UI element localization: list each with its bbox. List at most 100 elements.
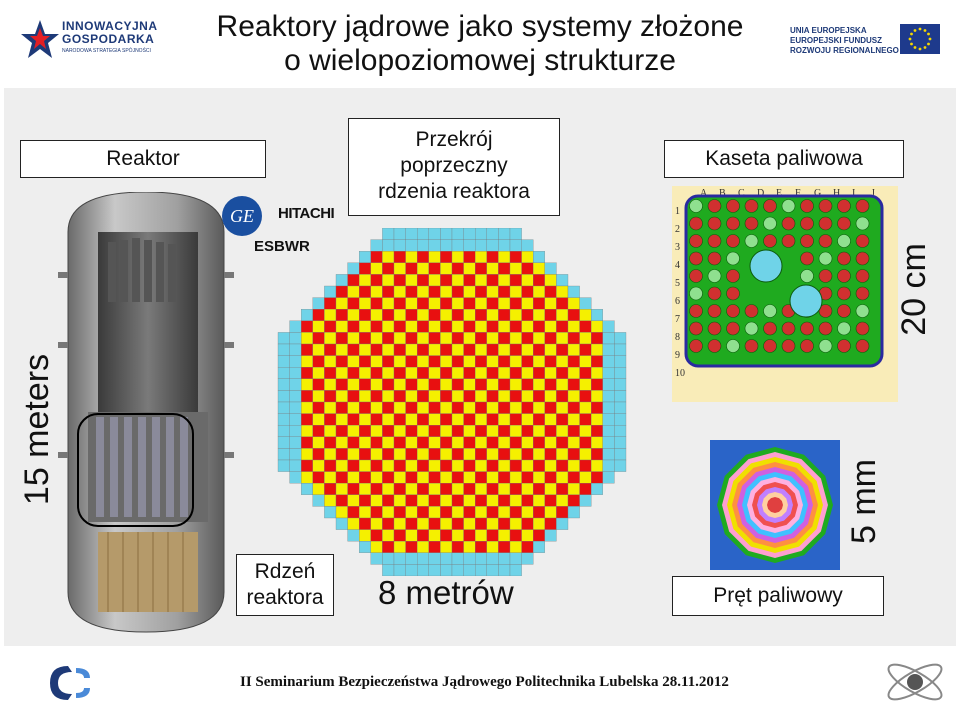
core-cell [347, 425, 360, 437]
core-cell [521, 483, 534, 495]
fuel-rod-position [818, 269, 833, 283]
core-cell [498, 471, 511, 484]
core-cell [440, 483, 453, 495]
core-cell [475, 274, 487, 287]
core-cell [498, 251, 511, 263]
core-cell [475, 332, 487, 345]
core-cell [451, 459, 464, 472]
fuel-rod-position [763, 199, 777, 213]
core-cell [289, 355, 302, 368]
core-cell [602, 471, 615, 484]
fuel-rod-position [855, 216, 870, 231]
core-cell [277, 378, 290, 391]
core-cell [486, 413, 499, 426]
core-cell [370, 541, 383, 553]
core-cell [567, 506, 580, 519]
fuel-rod-position [818, 234, 833, 248]
core-cell [347, 529, 360, 542]
core-cell [509, 459, 522, 472]
fuel-rod-position [707, 339, 722, 353]
core-cell [591, 413, 603, 426]
core-cell [393, 262, 406, 275]
cassette-column-label: C [738, 188, 745, 199]
core-cell [382, 483, 395, 495]
fuel-rod-position [744, 339, 759, 353]
core-cell [544, 517, 557, 530]
core-cell [335, 343, 348, 356]
fuel-rod-position [855, 304, 870, 318]
core-cell [567, 494, 580, 507]
core-cell [324, 448, 337, 461]
core-cell [405, 529, 418, 542]
core-cell [440, 251, 453, 263]
core-cell [567, 448, 580, 461]
core-cell [556, 483, 569, 495]
core-cell [509, 297, 522, 310]
core-cell [533, 541, 545, 553]
cassette-column-label: H [833, 188, 840, 199]
core-cell [544, 332, 557, 345]
core-cell [463, 448, 476, 461]
core-cell [393, 390, 406, 403]
cassette-row-label: 10 [675, 368, 685, 379]
rdzen-line1: Rdzeń [254, 560, 316, 583]
core-cell [556, 320, 569, 333]
core-cell [324, 285, 337, 298]
core-cell [393, 413, 406, 426]
core-cell [335, 413, 348, 426]
core-cell [579, 459, 592, 472]
cassette-row-label: 6 [675, 296, 680, 307]
core-cell [359, 529, 371, 542]
fuel-rod-position [726, 234, 740, 248]
core-cell [451, 506, 464, 519]
core-cell [405, 483, 418, 495]
core-cell [544, 285, 557, 298]
core-cell [509, 425, 522, 437]
core-cell [556, 413, 569, 426]
core-cell [463, 483, 476, 495]
core-cell [393, 239, 406, 252]
core-cell [382, 228, 395, 240]
core-cell [347, 297, 360, 310]
core-cell [509, 332, 522, 345]
core-cell [405, 552, 418, 565]
core-cell [544, 483, 557, 495]
fuel-rod-position [726, 251, 740, 266]
core-cell [324, 390, 337, 403]
core-cell [579, 320, 592, 333]
core-cell [451, 448, 464, 461]
core-cell [301, 459, 313, 472]
seminar-logo-icon [50, 666, 90, 700]
core-cell [289, 378, 302, 391]
core-cell [486, 471, 499, 484]
footer: II Seminarium Bezpieczeństwa Jądrowego P… [0, 646, 960, 716]
core-cell [591, 436, 603, 449]
core-cell [591, 459, 603, 472]
core-cell [556, 425, 569, 437]
core-cell [359, 309, 371, 321]
core-cell [370, 483, 383, 495]
core-cell [277, 343, 290, 356]
core-cell [486, 320, 499, 333]
core-cell [475, 529, 487, 542]
core-cell [312, 436, 325, 449]
core-cell [370, 367, 383, 379]
core-cell [451, 483, 464, 495]
core-cell [324, 436, 337, 449]
core-cell [382, 425, 395, 437]
core-cell [440, 239, 453, 252]
core-cell [359, 459, 371, 472]
core-cell [463, 401, 476, 414]
core-cell [440, 541, 453, 553]
fuel-rod-position [763, 234, 777, 248]
core-cell [475, 436, 487, 449]
core-cell [393, 378, 406, 391]
core-cell [347, 309, 360, 321]
core-cell [301, 483, 313, 495]
core-cell [312, 378, 325, 391]
core-cell [451, 436, 464, 449]
core-cell [579, 309, 592, 321]
core-cell [533, 320, 545, 333]
core-cell [498, 367, 511, 379]
core-cell [277, 459, 290, 472]
